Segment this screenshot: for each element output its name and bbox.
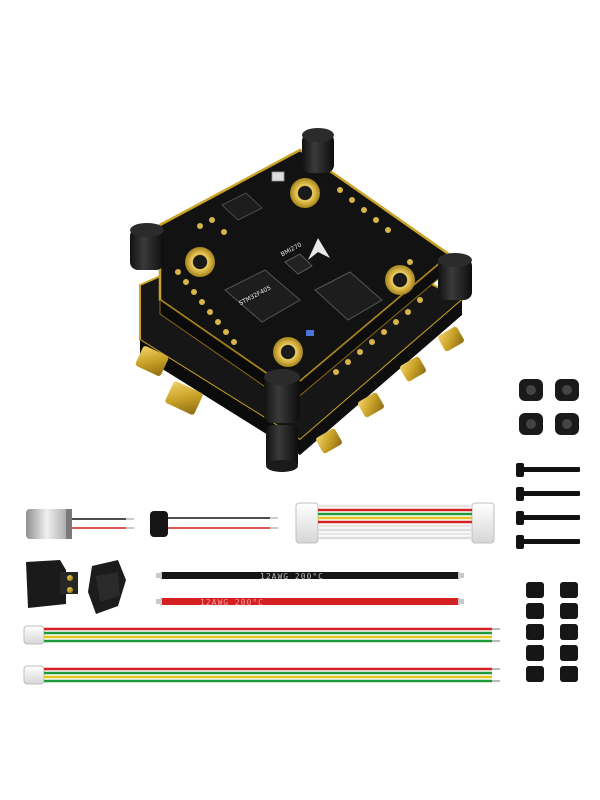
rubber-standoffs xyxy=(526,582,578,682)
electrolytic-capacitor xyxy=(26,509,134,539)
rubber-grommets xyxy=(130,128,472,472)
black-power-wire: 12AWG 200°C xyxy=(156,572,464,581)
boot-button xyxy=(271,171,285,182)
solder-pads xyxy=(175,187,423,375)
mounting-holes xyxy=(185,178,415,367)
flight-controller-stack: STM32F405 BMI270 xyxy=(130,128,472,472)
xt60-connectors xyxy=(26,560,126,614)
status-led xyxy=(306,330,314,336)
esc-motor-pads xyxy=(135,326,464,454)
red-power-wire: 12AWG 200°C xyxy=(156,598,464,607)
small-capacitor xyxy=(150,511,278,537)
jst-cable xyxy=(295,502,495,544)
direction-arrow xyxy=(308,238,330,260)
lock-nuts xyxy=(519,379,579,435)
esc-chip xyxy=(314,271,383,321)
signal-cable-2 xyxy=(23,665,500,685)
signal-cable-1 xyxy=(23,625,500,645)
black-wire-label: 12AWG 200°C xyxy=(260,572,324,581)
red-wire-label: 12AWG 200°C xyxy=(200,598,264,607)
mounting-screws xyxy=(516,463,580,549)
mcu-chip: STM32F405 xyxy=(224,269,301,323)
